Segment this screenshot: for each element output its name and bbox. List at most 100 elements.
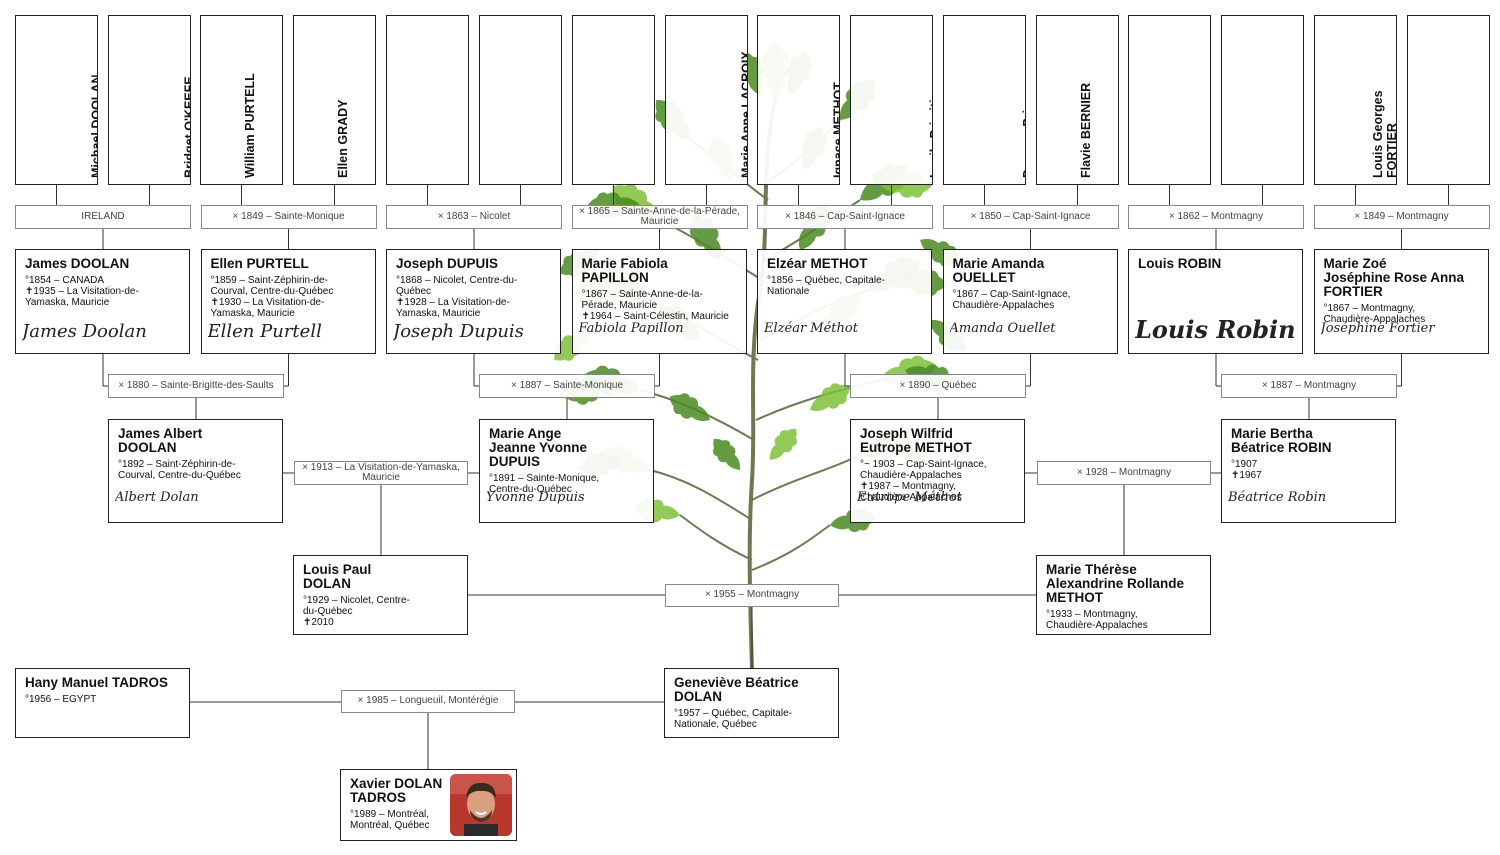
person-detail: °1867 – Montmagny, <box>1323 303 1416 314</box>
marriage-1955: × 1955 – Montmagny <box>665 584 839 607</box>
person-name: James Albert <box>118 426 203 441</box>
person-genevieve-dolan[interactable]: Geneviève Béatrice DOLAN °1957 – Québec,… <box>664 668 839 738</box>
person-detail: °1933 – Montmagny, <box>1046 609 1138 620</box>
person-great-grandparent-6[interactable]: Émilie JUTRASLAVALLEE°1823 – Nicolet, Ce… <box>479 15 562 185</box>
person-name: Hany Manuel TADROS <box>25 675 169 690</box>
person-great-grandparent-11[interactable]: Damase PrisqueOUELLET°~ 1811 – Cap-Saint… <box>943 15 1026 185</box>
person-great-grandparent-5[interactable]: Jean Baptiste DUPUIS°1815 – Nicolet, Cen… <box>386 15 469 185</box>
marriage-gen4-1: IRELAND <box>15 205 191 229</box>
person-detail: ✝1967 <box>1231 470 1262 481</box>
marriage-gen2-2: × 1928 – Montmagny <box>1037 461 1211 485</box>
person-name: Ignace METHOT <box>831 82 840 178</box>
person-detail: ✝1928 – La Visitation-de- <box>396 297 510 308</box>
person-name: Michael DOOLAN <box>89 74 98 179</box>
signature: Elzéar Méthot <box>764 321 858 336</box>
person-great-grandparent-10[interactable]: Lucile PrimitiveOUELLET°~ 1827 – Cap-Sai… <box>850 15 933 185</box>
person-name: Ellen PURTELL <box>210 256 309 271</box>
person-great-grandparent-16[interactable]: Marie CélinaCOUTURE°~ 1828✝1918 – Montma… <box>1407 15 1490 185</box>
person-great-grandparent-14[interactable]: Marie JoséphineDIONNE°~ 1842✝1901 – Mont… <box>1221 15 1304 185</box>
person-detail: Yamaska, Mauricie <box>396 308 481 319</box>
oak-leaf <box>669 393 710 421</box>
person-name-2: OUELLET <box>952 270 1016 285</box>
person-grandparent-2[interactable]: Ellen PURTELL°1859 – Saint-Zéphirin-de-C… <box>200 249 376 354</box>
person-great-grandparent-13[interactable]: Alexandre ROBIN°1834 – Montmagny,Chaudiè… <box>1128 15 1211 185</box>
person-name: Marie Amanda <box>952 256 1045 271</box>
person-name: Marie Anne LACROIX <box>739 51 748 178</box>
person-name: Marie Ange <box>489 426 562 441</box>
person-detail: °1854 – CANADA <box>25 275 105 286</box>
rotated-text: Jean Baptiste DUPUIS°1815 – Nicolet, Cen… <box>457 46 468 178</box>
person-name: Bridget O'KEEFE <box>182 76 191 178</box>
person-name-2: TADROS <box>350 790 406 805</box>
person-detail: du-Québec <box>303 606 353 617</box>
rotated-text: Ubald Élie PAPILLON°1843 – Capsanté, Cap… <box>643 52 654 178</box>
marriage-gen3-4: × 1887 – Montmagny <box>1221 374 1397 398</box>
person-detail: °1856 – Québec, Capitale- <box>767 275 885 286</box>
person-name: Louis ROBIN <box>1138 256 1222 271</box>
person-name: Geneviève Béatrice <box>674 675 799 690</box>
person-name-3: DUPUIS <box>489 454 541 469</box>
person-name-2: DOLAN <box>303 576 351 591</box>
person-detail: Nationale <box>767 286 810 297</box>
person-hany-tadros[interactable]: Hany Manuel TADROS °1956 – EGYPT <box>15 668 190 738</box>
person-detail: Chaudière-Appalaches <box>1323 314 1426 325</box>
rotated-text: Ellen GRADY <box>322 100 350 179</box>
rotated-text: Lucile PrimitiveOUELLET°~ 1827 – Cap-Sai… <box>914 58 932 178</box>
marriage-gen3-1: × 1880 – Sainte-Brigitte-des-Saults <box>108 374 284 398</box>
rotated-text: William PURTELL <box>229 73 257 178</box>
signature: Amanda Ouellet <box>949 321 1056 336</box>
person-detail: °1891 – Sainte-Monique, <box>489 473 600 484</box>
person-detail: Chaudière-Appalaches <box>860 492 962 503</box>
person-great-grandparent-9[interactable]: Ignace METHOT°~ 1811✝1880 – Cap-Saint-Ig… <box>757 15 840 185</box>
rotated-text: Alexandre ROBIN°1834 – Montmagny,Chaudiè… <box>1199 74 1210 178</box>
person-name-2: FORTIER <box>1385 123 1397 178</box>
person-grandparent-3[interactable]: Joseph DUPUIS°1868 – Nicolet, Centre-du-… <box>386 249 561 354</box>
tree-branch <box>649 469 753 521</box>
marriage-gen4-7: × 1862 – Montmagny <box>1128 205 1304 229</box>
rotated-text: Marie JoséphineDIONNE°~ 1842✝1901 – Mont… <box>1296 80 1304 178</box>
person-xavier-dolan-tadros[interactable]: Xavier DOLAN TADROS °1989 – Montréal, Mo… <box>340 769 517 841</box>
person-great-grandparent-3[interactable]: William PURTELL <box>200 15 283 185</box>
oak-leaf <box>769 428 797 460</box>
marriage-gen3-3: × 1890 – Québec <box>850 374 1026 398</box>
marriage-gen2-1: × 1913 – La Visitation-de-Yamaska, Mauri… <box>294 461 468 485</box>
person-detail: ✝1987 – Montmagny, <box>860 481 957 492</box>
person-name: Xavier DOLAN <box>350 776 443 791</box>
person-great-grandparent-2[interactable]: Bridget O'KEEFE°~ 1823✝1908 – Nicolet, C… <box>108 15 191 185</box>
person-birth: °1957 – Québec, Capitale- <box>674 708 792 719</box>
person-great-grandparent-7[interactable]: Ubald Élie PAPILLON°1843 – Capsanté, Cap… <box>572 15 655 185</box>
person-detail: Chaudière-Appalaches <box>1046 620 1148 631</box>
person-detail: Chaudière-Appalaches <box>860 470 962 481</box>
person-birth: °1956 – EGYPT <box>25 694 97 705</box>
person-name: Flavie BERNIER <box>1079 82 1093 178</box>
signature: Joséphine Fortier <box>1320 321 1435 336</box>
marriage-gen4-5: × 1846 – Cap-Saint-Ignace <box>757 205 933 229</box>
person-name: James DOOLAN <box>25 256 130 271</box>
person-detail: °1867 – Sainte-Anne-de-la- <box>581 289 703 300</box>
person-great-grandparent-1[interactable]: Michael DOOLAN°~ 1823 – IRELAND✝1884 – S… <box>15 15 98 185</box>
rotated-text: Flavie BERNIER <box>1065 83 1093 178</box>
person-detail: Yamaska, Mauricie <box>25 297 110 308</box>
person-grandparent-5[interactable]: Elzéar METHOT°1856 – Québec, Capitale-Na… <box>757 249 932 354</box>
person-grandparent-1[interactable]: James DOOLAN°1854 – CANADA✝1935 – La Vis… <box>15 249 190 354</box>
marriage-gen4-8: × 1849 – Montmagny <box>1313 205 1490 229</box>
person-great-grandparent-4[interactable]: Ellen GRADY <box>293 15 376 185</box>
person-name: Joseph DUPUIS <box>396 256 499 271</box>
person-great-grandparent-12[interactable]: Flavie BERNIER <box>1036 15 1119 185</box>
tree-branch <box>751 524 831 571</box>
rotated-text: Marie Anne LACROIX°~ 1847✝1942 – Nicolet… <box>726 51 748 178</box>
person-great-grandparent-8[interactable]: Marie Anne LACROIX°~ 1847✝1942 – Nicolet… <box>665 15 748 185</box>
oak-leaf <box>810 383 851 411</box>
person-name-3: METHOT <box>1046 590 1103 605</box>
